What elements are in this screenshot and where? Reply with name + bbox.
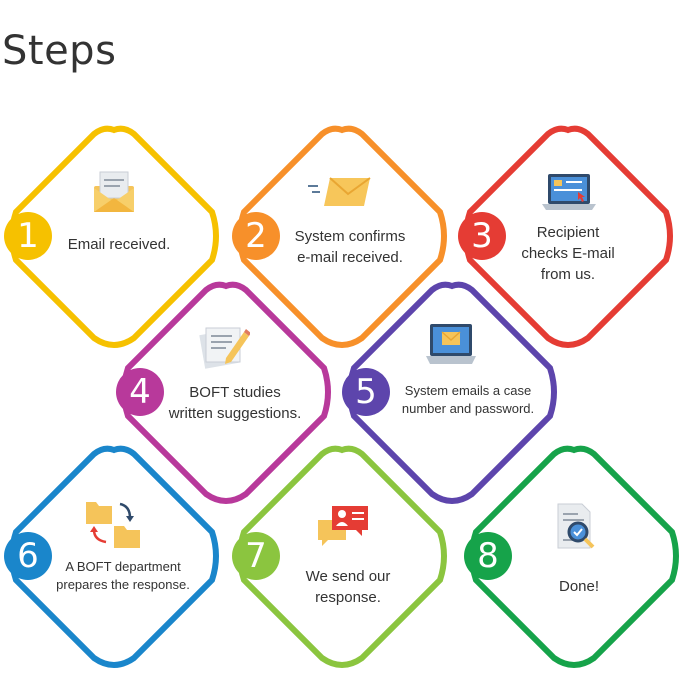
step-1: 1 Email received. (4, 125, 224, 348)
step-8-number: 8 (477, 536, 499, 576)
folders-transfer-icon (86, 502, 140, 548)
step-7-line-2: response. (315, 589, 381, 606)
step-2-number: 2 (245, 216, 267, 256)
step-2-text: System confirms e-mail received. (280, 226, 420, 268)
step-6: 6 A BOFT department prepares the respons… (4, 445, 224, 668)
step-2-line-1: System confirms (294, 228, 406, 245)
step-8-badge (464, 532, 512, 580)
document-pen-icon (199, 327, 250, 369)
step-4-line-1: BOFT studies (189, 384, 281, 401)
step-3-badge (458, 212, 506, 260)
step-5-outline (347, 281, 557, 504)
step-6-line-2: prepares the response. (56, 577, 190, 592)
step-6-outline (9, 445, 219, 668)
step-5-line-2: number and password. (401, 401, 535, 416)
step-3-outline (463, 125, 673, 348)
step-4: 4 BOFT studies written suggestions. (116, 281, 336, 504)
step-2-outline (237, 125, 447, 348)
step-6-badge (4, 532, 52, 580)
step-2-line-2: e-mail received. (297, 249, 403, 266)
step-3-diamond-frame (458, 125, 673, 348)
step-8-diamond-frame (464, 445, 679, 668)
step-5-text: System emails a case number and password… (388, 382, 548, 418)
step-1-number: 1 (17, 216, 39, 256)
step-3-line-3: from us. (540, 266, 596, 283)
step-2-diamond-frame (232, 125, 447, 348)
step-1-badge (4, 212, 52, 260)
step-2: 2 System confirms e-mail received. (232, 125, 452, 348)
step-7-outline (237, 445, 447, 668)
step-8-line-1: Done! (558, 578, 600, 595)
step-3-line-1: Recipient (536, 224, 600, 241)
step-8-outline (469, 445, 679, 668)
step-5-badge (342, 368, 390, 416)
step-3-line-2: checks E-mail (521, 245, 615, 262)
step-7-line-1: We send our (305, 568, 391, 585)
step-4-number: 4 (129, 372, 151, 412)
step-7-number: 7 (245, 536, 267, 576)
flying-envelope-icon (308, 177, 371, 206)
step-6-number: 6 (17, 536, 39, 576)
step-7: 7 We send our response. (232, 445, 452, 668)
step-1-text: Email received. (44, 234, 194, 255)
step-6-line-1: A BOFT department (65, 559, 181, 574)
step-3-text: Recipient checks E-mail from us. (508, 222, 628, 285)
step-2-badge (232, 212, 280, 260)
step-3-number: 3 (471, 216, 493, 256)
page-title: Steps (2, 28, 117, 74)
step-5-diamond-frame (342, 281, 557, 504)
step-5: 5 System emails a case number and passwo… (342, 281, 562, 504)
step-5-line-1: System emails a case (404, 383, 532, 398)
step-6-text: A BOFT department prepares the response. (48, 558, 198, 594)
step-8-text: Done! (514, 576, 644, 597)
laptop-email-icon (542, 174, 596, 210)
step-4-badge (116, 368, 164, 416)
step-4-text: BOFT studies written suggestions. (160, 382, 310, 424)
step-7-text: We send our response. (278, 566, 418, 608)
step-1-outline (9, 125, 219, 348)
laptop-mail-icon (426, 324, 476, 364)
step-3: 3 Recipient checks E-mail from us. (458, 125, 678, 348)
step-7-badge (232, 532, 280, 580)
step-4-diamond-frame (116, 281, 331, 504)
document-magnifier-icon (557, 503, 595, 549)
envelope-letter-icon (94, 171, 134, 212)
step-4-outline (121, 281, 331, 504)
step-6-diamond-frame (4, 445, 219, 668)
step-7-diamond-frame (232, 445, 447, 668)
step-5-number: 5 (355, 372, 377, 412)
chat-bubbles-icon (318, 506, 368, 546)
step-1-line-1: Email received. (67, 236, 171, 253)
step-1-diamond-frame (4, 125, 219, 348)
step-4-line-2: written suggestions. (168, 405, 302, 422)
step-8: 8 Done! (464, 445, 684, 668)
